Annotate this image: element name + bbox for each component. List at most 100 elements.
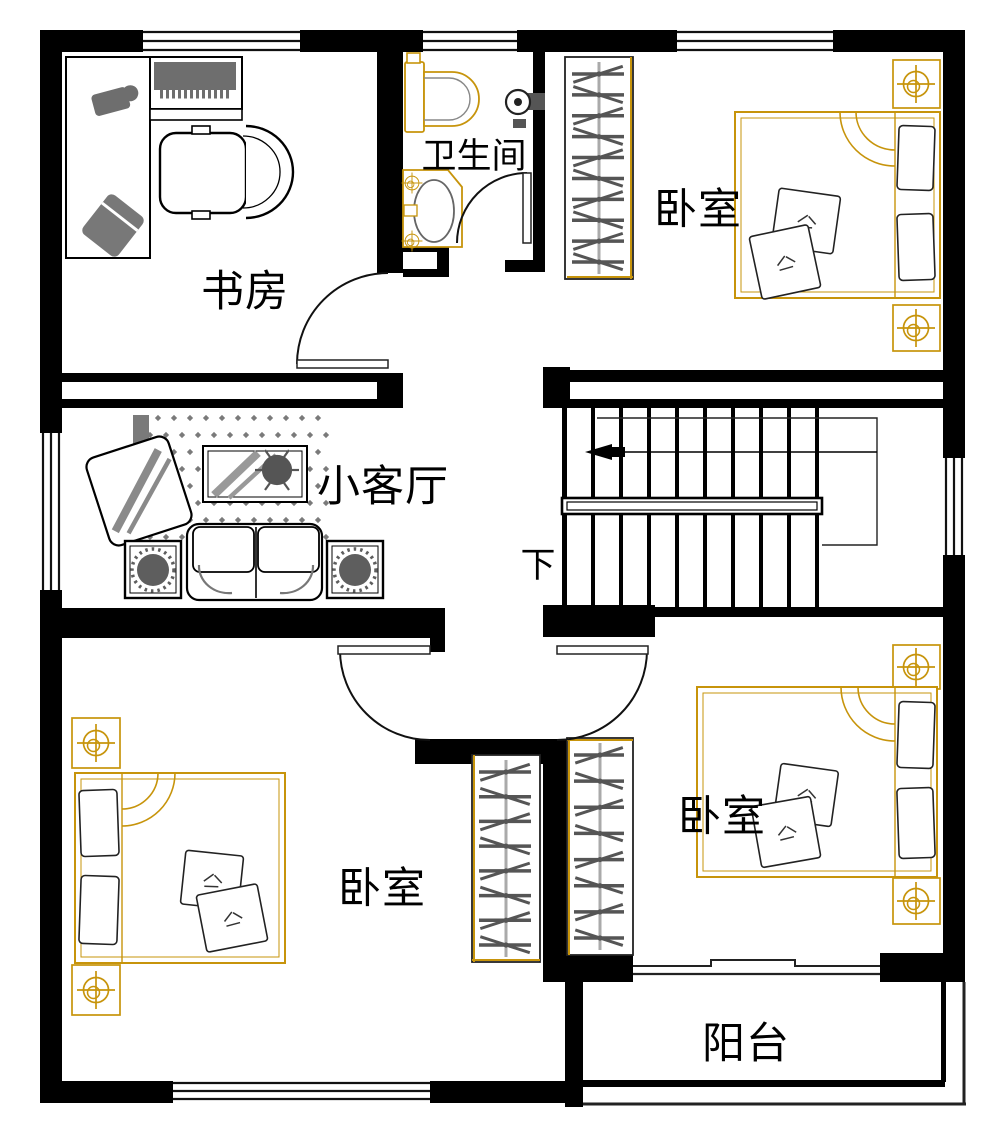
wall-bedroom-balcony (880, 953, 943, 982)
blanket-fold (840, 686, 896, 742)
label-bedroom-bottom-left: 卧室 (338, 864, 426, 914)
wall-left (40, 30, 62, 433)
door-leaf-bedroom-bl (337, 645, 431, 655)
stairwell-void-outline (597, 417, 878, 546)
desk-shelf (149, 108, 243, 121)
keyboard (154, 62, 236, 90)
door-leaf-study (296, 359, 389, 369)
wall-bedroom-stairs (567, 370, 943, 382)
walls (40, 30, 965, 1107)
office-chair-back (245, 124, 295, 220)
wall-study-living (62, 373, 377, 382)
toilet-bowl-inner (424, 77, 471, 121)
closet-accent (567, 57, 633, 279)
trash-bin (82, 194, 144, 257)
wall-study-bath (377, 52, 403, 273)
doors (296, 172, 649, 741)
shower-control (513, 119, 526, 128)
balcony-parapet-bottom (583, 1080, 945, 1087)
door-leaf-bathroom (522, 172, 532, 244)
study-furniture (65, 56, 295, 259)
wall-bath-bedroom (533, 52, 545, 272)
throw-pillow (195, 883, 269, 953)
sofa-cushion (192, 526, 255, 573)
living-room-furniture (85, 415, 385, 602)
label-bathroom: 卫生间 (421, 137, 526, 177)
bed-pillow (896, 124, 936, 192)
wall-between-closets (543, 739, 570, 957)
wall-bedroom-balcony (543, 953, 633, 982)
wall-right (943, 555, 965, 982)
throw-pillow (748, 224, 822, 300)
tv-cabinet (85, 435, 193, 547)
bedroom-bottom-left-furniture (71, 717, 541, 1016)
wall-bottom (430, 1081, 570, 1103)
blanket-fold (839, 111, 896, 167)
wall-bottom (40, 1081, 173, 1103)
label-stairs-down: 下 (520, 546, 555, 586)
wall-right (943, 30, 965, 458)
office-chair-back-inner (242, 135, 281, 209)
wall-top (40, 30, 143, 52)
bed-inner (740, 117, 935, 293)
toilet-bowl (423, 71, 480, 127)
wall-bath-bottom-cap (437, 243, 449, 277)
bed-pillow (896, 786, 936, 860)
toilet-button (406, 52, 421, 64)
stair-arrow-head (585, 444, 612, 460)
door-swing-bedroom-bl (339, 649, 431, 741)
toilet-tank (404, 61, 425, 133)
stair-handrail (560, 496, 824, 516)
wall-study-living (62, 399, 403, 408)
wall-step (430, 638, 445, 652)
shower-arm (527, 93, 545, 110)
table-plant (255, 449, 299, 491)
plant-stand (325, 539, 385, 600)
sink-fitting (403, 204, 418, 217)
label-bedroom-bottom-right: 卧室 (678, 792, 766, 842)
balcony-outline (583, 959, 966, 1106)
bed-pillow (896, 212, 936, 282)
staircase (560, 408, 878, 607)
sofa (185, 522, 324, 602)
wall-top (517, 30, 677, 52)
wall-bath-stub (505, 260, 545, 272)
wall-bedroom-stairs (543, 399, 943, 408)
bed-pillow (896, 700, 936, 770)
office-chair-seat (158, 131, 248, 215)
door-swing-study (296, 272, 389, 365)
desk-phone (91, 85, 139, 116)
stair-arrow-tail (612, 447, 625, 457)
balcony-parapet-right (941, 982, 946, 1082)
stair-handrail-inner (566, 501, 818, 511)
bedroom-bottom-right-furniture (566, 644, 941, 956)
sofa-cushion (257, 526, 320, 573)
room-labels: 书房 卫生间 卧室 小客厅 卧室 卧室 阳台 下 (201, 137, 790, 1069)
wall-stairs-bottom (562, 607, 943, 617)
wall-left (40, 590, 62, 1103)
label-balcony: 阳台 (702, 1019, 790, 1069)
door-swing-bedroom-br (556, 649, 648, 741)
throw-pillow (750, 795, 822, 869)
label-bedroom-top-right: 卧室 (654, 185, 742, 235)
label-living-room: 小客厅 (317, 462, 449, 512)
blanket-fold (121, 772, 176, 827)
wall-bedroom-stairs-cap (543, 367, 570, 408)
table-decor (211, 450, 261, 498)
bathroom-fixtures (401, 52, 545, 252)
closet-accent (567, 738, 633, 955)
chair-armrest (191, 210, 211, 220)
sink-basin (413, 179, 455, 243)
wall-top (833, 30, 965, 52)
plant-stand (123, 539, 183, 600)
door-leaf-bedroom-br (556, 645, 649, 655)
wall-living-bedroom (62, 608, 445, 638)
bed-pillow (78, 874, 120, 946)
door-swing-bathroom (456, 172, 528, 244)
bed-inner (80, 778, 280, 958)
bed-pillow (78, 788, 120, 858)
closet-hangers (479, 64, 624, 955)
chair-armrest (191, 125, 211, 135)
